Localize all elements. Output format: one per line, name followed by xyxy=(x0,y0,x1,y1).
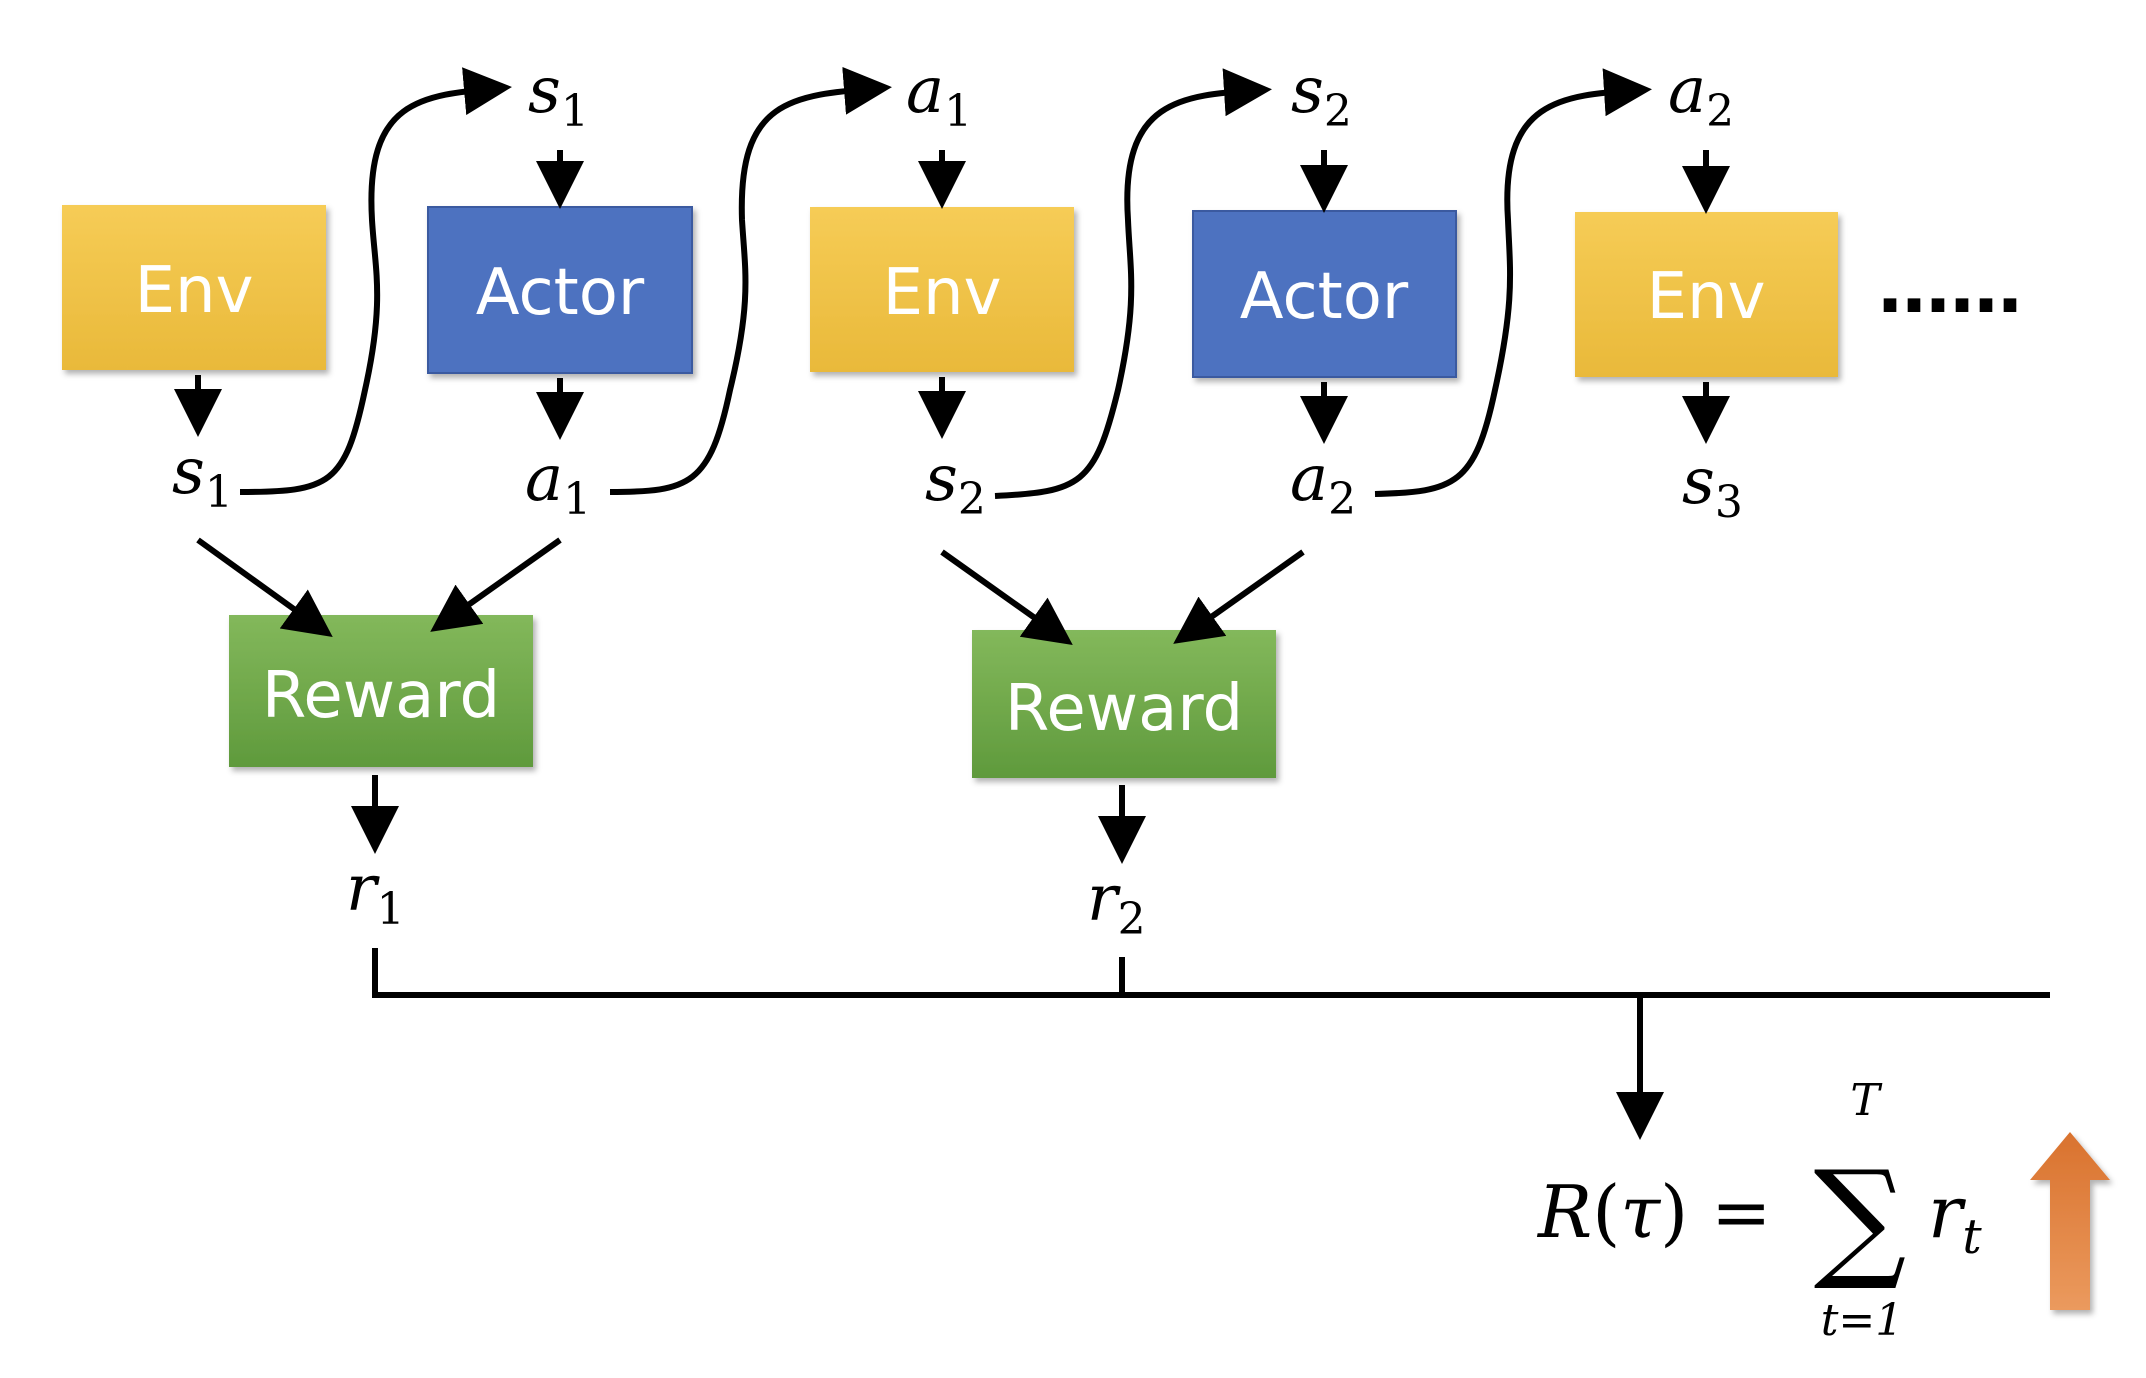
label-a1: a1 xyxy=(525,442,591,525)
return-formula-lhs: R(τ) = xyxy=(1536,1170,1771,1254)
label-r2: r2 xyxy=(1087,862,1146,945)
reward-box-1-label: Reward xyxy=(262,659,500,733)
curve-s1-to-s1-top xyxy=(239,67,512,495)
label-a2: a2 xyxy=(1290,442,1356,525)
sum-upper-limit: T xyxy=(1850,1075,1883,1126)
reward-box-2: Reward xyxy=(972,630,1276,778)
label-a2-top: a2 xyxy=(1668,54,1734,137)
actor-box-1-label: Actor xyxy=(476,256,645,330)
env-box-3-label: Env xyxy=(1647,260,1766,334)
actor-box-2: Actor xyxy=(1192,210,1457,378)
label-s1-top: s1 xyxy=(528,54,589,137)
env-box-1-label: Env xyxy=(135,254,254,328)
sum-symbol: ∑ xyxy=(1814,1142,1907,1294)
actor-box-1: Actor xyxy=(427,206,693,374)
label-s2: s2 xyxy=(925,442,986,525)
label-s1: s1 xyxy=(172,435,233,518)
arrow-s2-to-reward2 xyxy=(940,549,1073,645)
ellipsis: …… xyxy=(1878,245,2022,329)
env-box-3: Env xyxy=(1575,212,1838,377)
arrow-a1-to-reward1 xyxy=(430,537,562,632)
label-s2-top: s2 xyxy=(1291,54,1352,137)
maximize-up-arrow-icon xyxy=(2030,1132,2110,1310)
env-box-2: Env xyxy=(810,207,1074,372)
env-box-1: Env xyxy=(62,205,326,370)
label-a1-top: a1 xyxy=(906,54,972,137)
actor-box-2-label: Actor xyxy=(1240,260,1409,334)
curve-s2-to-s2-top xyxy=(994,68,1272,499)
label-s3: s3 xyxy=(1682,445,1743,528)
curve-a1-to-a1-top xyxy=(609,66,892,495)
env-box-2-label: Env xyxy=(883,256,1002,330)
curve-a2-to-a2-top xyxy=(1374,68,1652,497)
reward-box-1: Reward xyxy=(229,615,533,767)
label-r1: r1 xyxy=(346,852,405,935)
arrow-s1-to-reward1 xyxy=(196,537,333,638)
sum-term: rt xyxy=(1928,1170,1982,1265)
sum-bus-line xyxy=(372,948,2050,998)
arrow-a2-to-reward2 xyxy=(1173,549,1305,644)
reward-box-2-label: Reward xyxy=(1005,672,1243,746)
sum-lower-limit: t=1 xyxy=(1821,1295,1904,1346)
